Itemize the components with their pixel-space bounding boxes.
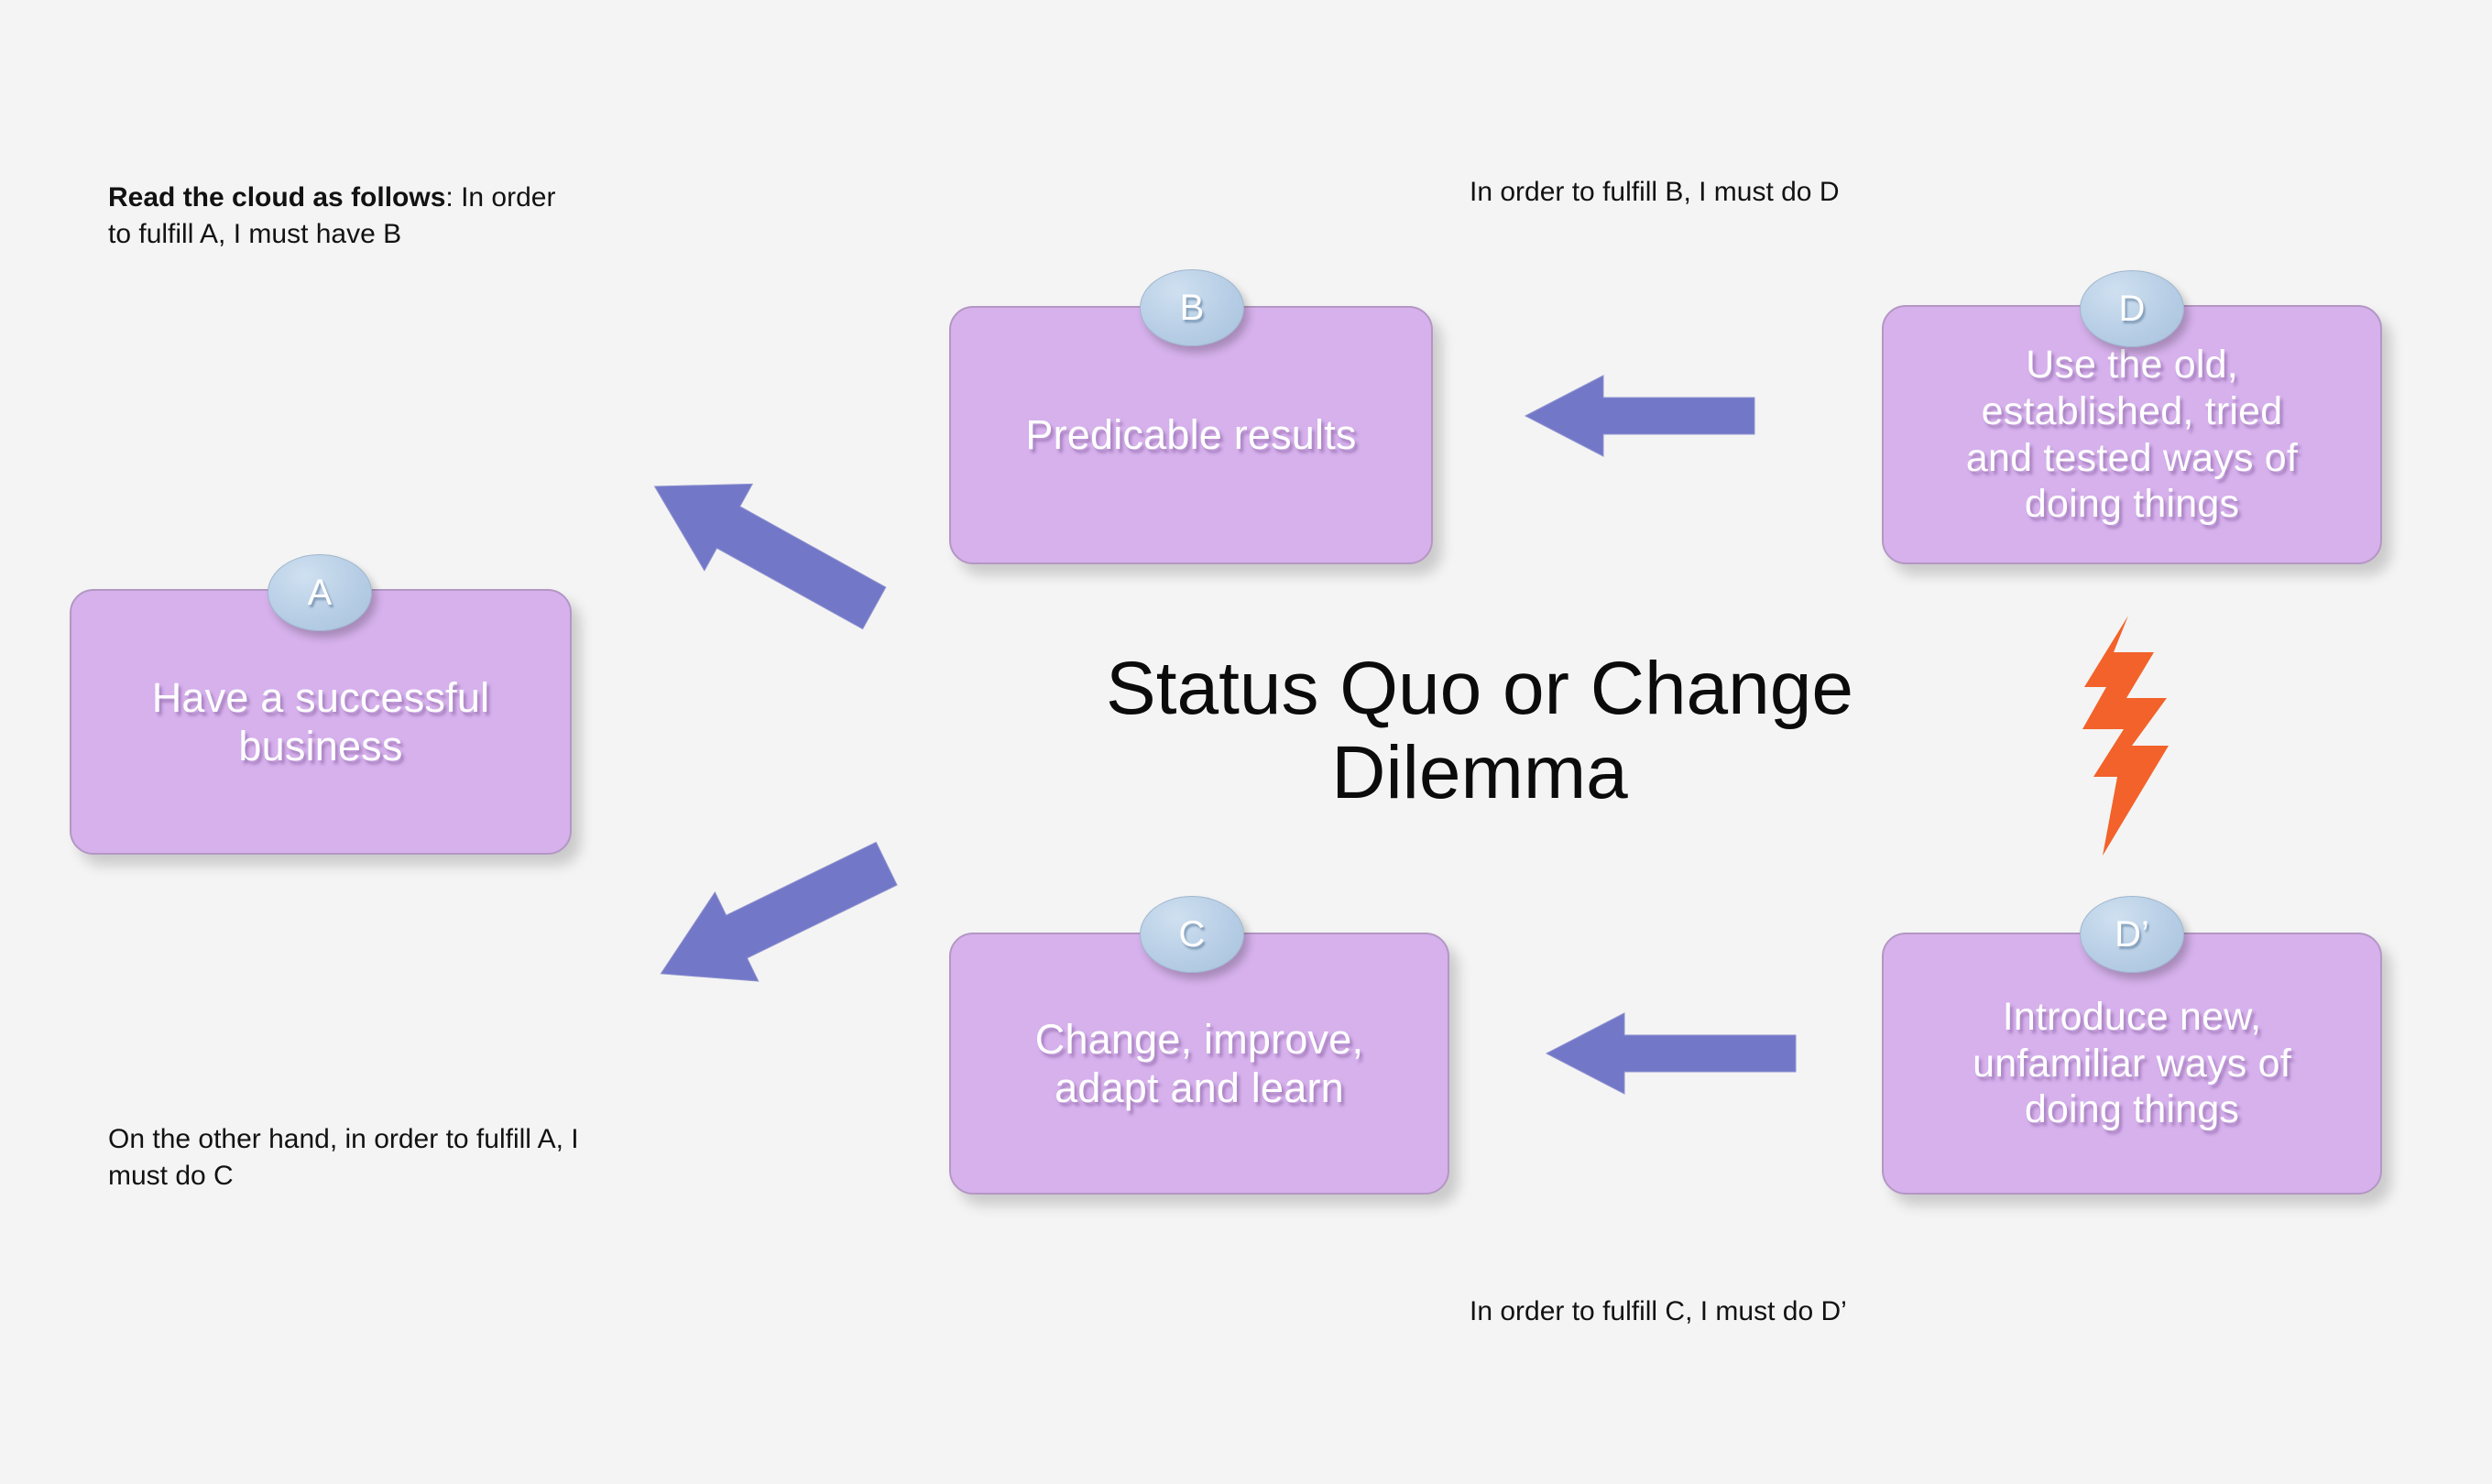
arrow-b-to-a: [623, 472, 898, 630]
entity-d-bubble[interactable]: D: [2080, 270, 2184, 347]
entity-dprime-bubble[interactable]: D’: [2080, 896, 2184, 973]
entity-a-bubble[interactable]: A: [268, 554, 372, 631]
entity-d-text: Use the old, established, tried and test…: [1965, 343, 2299, 527]
arrow-dp-to-c: [1545, 1011, 1797, 1096]
caption-read-the-cloud: Read the cloud as follows: In order to f…: [108, 180, 585, 252]
entity-b-text: Predicable results: [1025, 411, 1357, 459]
entity-a-letter: A: [307, 573, 333, 613]
caption-read-the-cloud-rest: : In order to fulfill A, I must have B: [108, 182, 556, 249]
entity-c-box[interactable]: Change, improve, adapt and learn: [949, 933, 1449, 1195]
entity-b-bubble[interactable]: B: [1140, 269, 1244, 346]
entity-d-letter: D: [2118, 289, 2146, 329]
caption-read-the-cloud-bold: Read the cloud as follows: [108, 182, 446, 213]
entity-dprime-letter: D’: [2115, 914, 2149, 955]
entity-b-letter: B: [1179, 288, 1205, 328]
entity-b-box[interactable]: Predicable results: [949, 306, 1433, 564]
caption-b-to-d: In order to fulfill B, I must do D: [1470, 177, 1840, 207]
entity-d-box[interactable]: Use the old, established, tried and test…: [1882, 305, 2382, 564]
page-title: Status Quo or Change Dilemma: [1106, 647, 1853, 814]
entity-c-bubble[interactable]: C: [1140, 896, 1244, 973]
arrow-d-to-b: [1524, 374, 1755, 458]
caption-c-to-dp: In order to fulfill C, I must do D’: [1470, 1296, 1847, 1326]
caption-other-hand: On the other hand, in order to fulfill A…: [108, 1124, 579, 1191]
entity-a-text: Have a successful business: [151, 673, 490, 769]
lightning-bolt-icon: [2066, 616, 2185, 856]
entity-dprime-box[interactable]: Introduce new, unfamiliar ways of doing …: [1882, 933, 2382, 1195]
arrow-c-to-a: [632, 841, 907, 994]
entity-a-box[interactable]: Have a successful business: [70, 589, 572, 855]
entity-c-text: Change, improve, adapt and learn: [1034, 1015, 1364, 1111]
entity-dprime-text: Introduce new, unfamiliar ways of doing …: [1973, 994, 2291, 1132]
entity-c-letter: C: [1178, 914, 1206, 955]
